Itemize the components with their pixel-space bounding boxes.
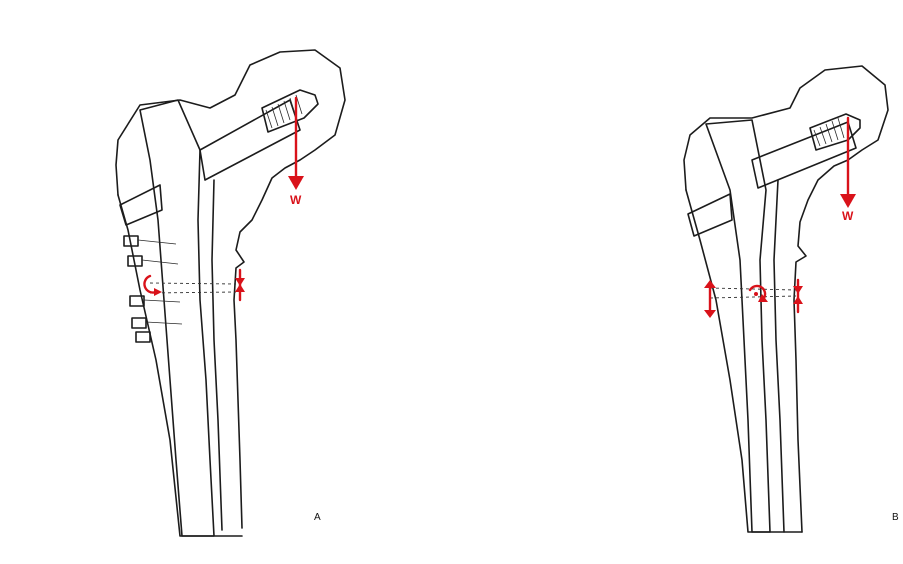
- panel-label-a: A: [314, 512, 321, 523]
- lateral-tension-b: [704, 280, 716, 318]
- moment-symbol-a: [144, 276, 162, 296]
- force-arrow-w-a: W: [288, 98, 304, 207]
- moment-symbol-b: [750, 286, 768, 302]
- femoral-head-outline: [116, 50, 345, 528]
- im-nail: [706, 120, 770, 532]
- femoral-head-outline-b: [684, 66, 888, 532]
- panel-b-femur-nail: W: [684, 66, 888, 532]
- medial-cortex-line-b: [774, 180, 784, 532]
- panel-a-femur-plate: W: [116, 50, 345, 536]
- lateral-shaft-outline-b: [686, 190, 802, 532]
- force-label-w-b: W: [842, 209, 854, 223]
- panel-label-b: B: [892, 512, 899, 523]
- medial-compression-a: [235, 270, 245, 300]
- lag-screw-b: [810, 114, 860, 150]
- section-line-b: [710, 288, 796, 298]
- nail-neck-segment: [752, 122, 856, 188]
- medial-cortex-line: [212, 180, 222, 530]
- nail-lateral-segment: [688, 194, 732, 236]
- force-label-w-a: W: [290, 193, 302, 207]
